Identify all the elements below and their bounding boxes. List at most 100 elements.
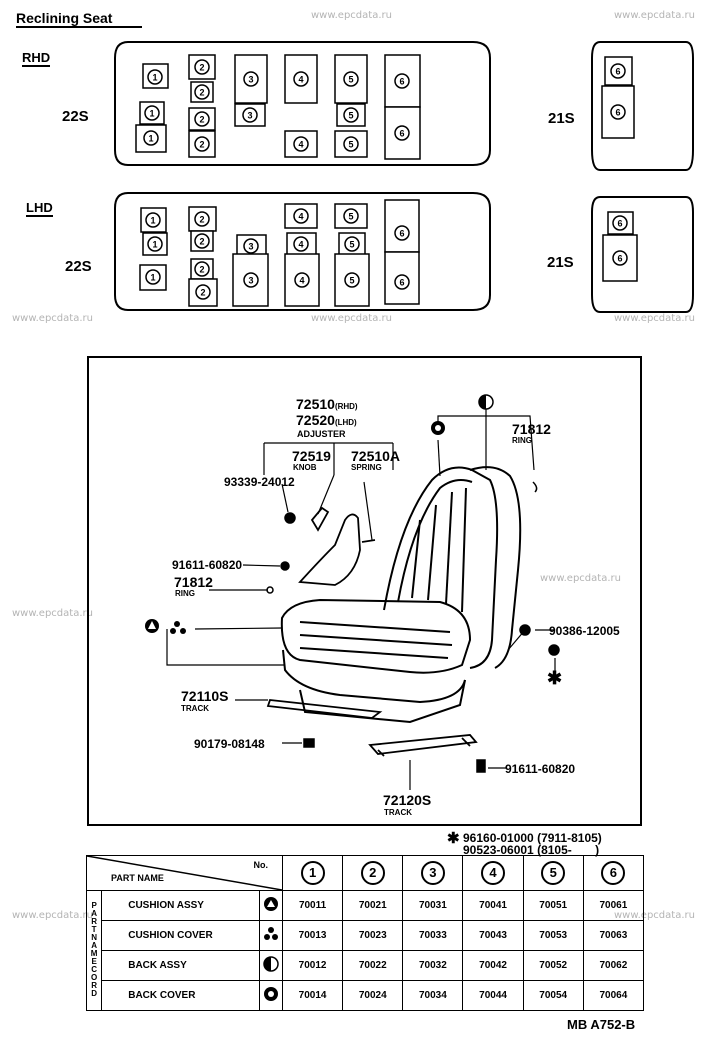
rhd-22s-label: 22S	[62, 108, 89, 125]
layout-seat-number-circle	[344, 272, 360, 288]
watermark: www.epcdata.ru	[12, 910, 93, 921]
layout-seat-number: 1	[149, 109, 154, 119]
adjuster-lhd-number: 72520(LHD)	[296, 412, 357, 428]
asterisk-icon: ✱	[447, 830, 460, 847]
row-name: CUSHION ASSY	[101, 890, 260, 921]
layout-seat-number: 2	[199, 140, 204, 150]
code-cell: 70061	[582, 890, 645, 921]
code-cell: 70033	[402, 920, 464, 951]
clip-number: 90179-08148	[194, 737, 265, 751]
layout-seat-number: 5	[349, 240, 354, 250]
layout-seat-number-circle	[243, 272, 259, 288]
layout-seat-number-circle	[194, 233, 210, 249]
table-row: PARTNAMECORD CUSHION ASSY 70011 70021 70…	[85, 890, 645, 1011]
layout-seat-number-circle	[294, 272, 310, 288]
layout-seat-number: 2	[199, 88, 204, 98]
rhd-21s-label: 21S	[548, 110, 575, 127]
layout-seat-number-circle	[243, 71, 259, 87]
note-line-2: 90523-06001 (8105- )	[463, 843, 600, 857]
code-cell: 70021	[342, 890, 404, 921]
layout-seat-number: 1	[152, 73, 157, 83]
layout-seat-number-circle	[293, 136, 309, 152]
code-cell: 70044	[462, 980, 524, 1011]
footer-reference: MB A752-B	[567, 1017, 636, 1032]
watermark: www.epcdata.ru	[311, 313, 392, 324]
header-part-name: PART NAME	[111, 873, 164, 883]
col-header-4: 4	[462, 855, 524, 891]
lhd-label: LHD	[26, 200, 53, 217]
code-cell: 70062	[582, 950, 645, 981]
layout-seat-number-circle	[612, 215, 628, 231]
layout-seat-number: 6	[615, 67, 620, 77]
col-header-5: 5	[522, 855, 584, 891]
layout-seat-number: 2	[199, 215, 204, 225]
layout-seat-number: 3	[248, 276, 253, 286]
adjuster-rhd-text: 72510	[296, 396, 335, 412]
layout-seat-number-circle	[194, 59, 210, 75]
spring-number: 72510A	[351, 448, 401, 464]
code-cell: 70031	[402, 890, 464, 921]
watermark: www.epcdata.ru	[12, 313, 93, 324]
watermark: www.epcdata.ru	[614, 910, 695, 921]
cushion-assy-icon	[258, 890, 284, 921]
layout-seat-number-circle	[612, 250, 628, 266]
adjuster-name: ADJUSTER	[297, 429, 346, 439]
adjuster-rhd-suffix: (RHD)	[334, 402, 358, 411]
layout-seat-number-circle	[394, 73, 410, 89]
watermark: www.epcdata.ru	[614, 10, 695, 21]
note-line-1: 96160-01000 (7911-8105)	[463, 831, 602, 845]
layout-seat-number: 3	[248, 242, 253, 252]
bolt-bottom-number: 91611-60820	[505, 762, 576, 776]
layout-seat-number-circle	[194, 261, 210, 277]
diagram-frame	[87, 356, 642, 826]
layout-seat-number: 4	[298, 140, 303, 150]
layout-seat-number: 2	[199, 115, 204, 125]
bolt-left-number: 91611-60820	[172, 558, 243, 572]
layout-seat-number-circle	[147, 69, 163, 85]
ring-left-name: RING	[175, 589, 195, 598]
layout-seat-number-circle	[394, 274, 410, 290]
layout-seat-number-circle	[144, 105, 160, 121]
layout-seat-number-circle	[293, 71, 309, 87]
ring-top-number: 71812	[512, 421, 551, 437]
watermark: www.epcdata.ru	[540, 573, 621, 584]
parts-table: No. PART NAME 1 2 3 4 5 6 PARTNAMECORD C…	[85, 855, 645, 1011]
layout-seat-number: 2	[199, 63, 204, 73]
watermark: www.epcdata.ru	[614, 313, 695, 324]
col-header-6: 6	[582, 855, 645, 891]
col-number-1: 1	[300, 861, 325, 885]
side-label: PARTNAMECORD	[89, 901, 99, 997]
layout-seat-number: 5	[348, 75, 353, 85]
svg-text:✱: ✱	[547, 668, 562, 688]
spring-name: SPRING	[351, 463, 382, 472]
table-row: BACK ASSY 70012 70022 70032 70042 70052 …	[87, 950, 645, 981]
header-diagonal	[87, 856, 282, 890]
knob-name: KNOB	[293, 463, 317, 472]
row-name: BACK COVER	[101, 980, 260, 1011]
layout-seat-number-circle	[343, 136, 359, 152]
col-number-2: 2	[360, 861, 385, 885]
layout-seat-number-circle	[610, 63, 626, 79]
code-cell: 70043	[462, 920, 524, 951]
layout-seat-number-circle	[343, 107, 359, 123]
layout-seat-number-circle	[195, 284, 211, 300]
layout-seat-number: 5	[348, 140, 353, 150]
part-name-code-label: PARTNAMECORD	[85, 890, 103, 1011]
layout-seat-number-circle	[194, 136, 210, 152]
layout-seat-number: 2	[200, 288, 205, 298]
layout-seat-number-circle	[147, 236, 163, 252]
ring-left-number: 71812	[174, 574, 213, 590]
col-number-6: 6	[601, 861, 626, 885]
track-left-name: TRACK	[181, 704, 209, 713]
layout-seat-number: 1	[152, 240, 157, 250]
table-header-part-name: No. PART NAME	[86, 855, 283, 891]
layout-seat-number-circle	[394, 125, 410, 141]
seat-cushion	[280, 598, 472, 724]
back-cover-icon	[258, 980, 284, 1011]
watermark: www.epcdata.ru	[12, 608, 93, 619]
layout-seat-number: 4	[298, 75, 303, 85]
col-number-4: 4	[481, 861, 506, 885]
col-header-2: 2	[342, 855, 404, 891]
track-right-number: 72120S	[383, 792, 432, 808]
